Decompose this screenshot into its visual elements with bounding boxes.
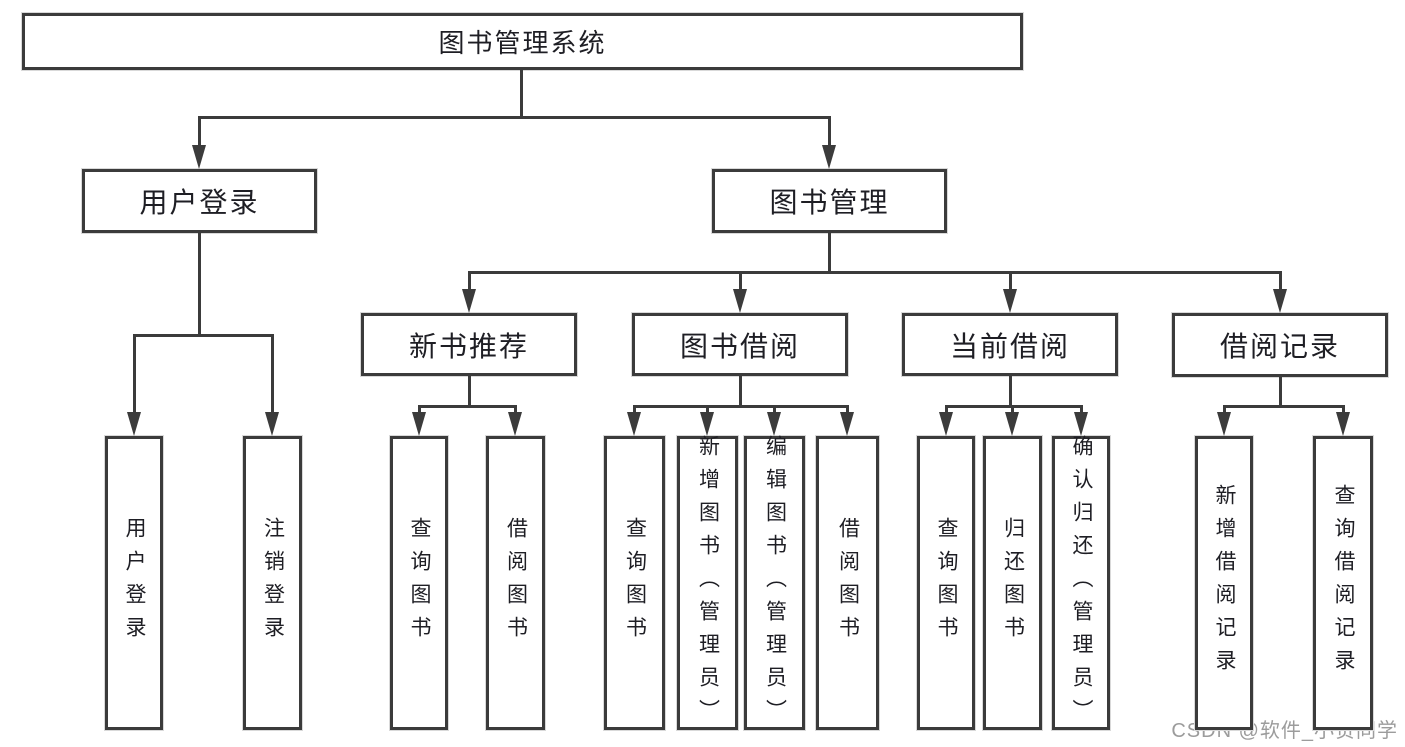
arrow-down-icon	[840, 412, 854, 436]
connector-line	[1223, 405, 1345, 408]
arrow-down-icon	[627, 412, 641, 436]
connector-line	[418, 405, 517, 408]
connector-line	[828, 117, 831, 151]
node-book-borrowing: 图书借阅	[632, 313, 848, 376]
connector-line	[198, 117, 201, 151]
node-label: 编辑图书（管理员）	[763, 434, 787, 732]
connector-line	[739, 272, 742, 295]
connector-line	[520, 69, 523, 119]
arrow-down-icon	[192, 145, 206, 169]
node-label: 用户登录	[123, 517, 146, 649]
arrow-down-icon	[822, 145, 836, 169]
node-add-books-admin: 新增图书（管理员）	[677, 434, 738, 732]
node-label: 查询图书	[408, 517, 431, 649]
node-label: 注销登录	[261, 517, 285, 649]
connector-line	[633, 405, 849, 408]
node-label: 新增借阅记录	[1213, 484, 1236, 682]
node-login: 用户登录	[105, 436, 163, 730]
arrow-down-icon	[462, 289, 476, 313]
node-label: 借阅图书	[504, 517, 528, 649]
node-edit-books-admin: 编辑图书（管理员）	[744, 434, 805, 732]
connector-line	[945, 405, 1083, 408]
connector-line	[271, 335, 274, 418]
node-query-books: 查询图书	[390, 436, 448, 730]
node-current-borrowing: 当前借阅	[902, 313, 1118, 376]
connector-line	[468, 375, 471, 408]
node-add-borrowing-record: 新增借阅记录	[1195, 436, 1253, 730]
connector-line	[198, 116, 831, 119]
node-label: 查询借阅记录	[1332, 484, 1355, 682]
node-borrow-books: 借阅图书	[816, 436, 879, 730]
connector-line	[468, 272, 471, 295]
arrow-down-icon	[767, 412, 781, 436]
node-label: 用户登录	[139, 187, 260, 218]
node-label: 查询图书	[623, 517, 647, 649]
node-label: 借阅记录	[1219, 331, 1340, 362]
arrow-down-icon	[1336, 412, 1350, 436]
node-query-books: 查询图书	[917, 436, 975, 730]
node-label: 图书管理	[769, 187, 890, 218]
connector-line	[1009, 272, 1012, 295]
node-library-management-system: 图书管理系统	[22, 13, 1023, 70]
arrow-down-icon	[1074, 412, 1088, 436]
node-label: 图书管理系统	[438, 28, 607, 58]
node-new-book-recommendation: 新书推荐	[361, 313, 577, 376]
node-label: 当前借阅	[949, 330, 1070, 362]
node-borrowing-records: 借阅记录	[1172, 313, 1388, 377]
node-query-borrowing-record: 查询借阅记录	[1313, 436, 1373, 730]
node-label: 确认归还（管理员）	[1070, 434, 1093, 732]
arrow-down-icon	[1005, 412, 1019, 436]
connector-line	[1009, 375, 1012, 408]
connector-line	[468, 271, 1282, 274]
arrow-down-icon	[1003, 289, 1017, 313]
arrow-down-icon	[733, 289, 747, 313]
arrow-down-icon	[127, 412, 141, 436]
node-label: 新书推荐	[408, 330, 529, 362]
connector-line	[1279, 376, 1282, 408]
node-user-login: 用户登录	[82, 169, 317, 233]
arrow-down-icon	[412, 412, 426, 436]
connector-line	[739, 375, 742, 408]
connector-line	[198, 232, 201, 337]
arrow-down-icon	[265, 412, 279, 436]
arrow-down-icon	[508, 412, 522, 436]
node-label: 借阅图书	[836, 517, 860, 649]
node-confirm-return-admin: 确认归还（管理员）	[1052, 434, 1110, 732]
arrow-down-icon	[939, 412, 953, 436]
node-label: 归还图书	[1001, 517, 1025, 649]
node-label: 查询图书	[935, 517, 958, 649]
node-logout: 注销登录	[243, 436, 302, 730]
arrow-down-icon	[700, 412, 714, 436]
node-borrow-books: 借阅图书	[486, 436, 545, 730]
connector-line	[1279, 272, 1282, 295]
connector-line	[133, 335, 136, 418]
node-return-books: 归还图书	[983, 436, 1042, 730]
node-label: 图书借阅	[679, 330, 800, 362]
connector-line	[828, 232, 831, 274]
arrow-down-icon	[1273, 289, 1287, 313]
node-query-books: 查询图书	[604, 436, 665, 730]
node-book-management: 图书管理	[712, 169, 947, 233]
arrow-down-icon	[1217, 412, 1231, 436]
node-label: 新增图书（管理员）	[696, 434, 720, 732]
connector-line	[133, 334, 274, 337]
